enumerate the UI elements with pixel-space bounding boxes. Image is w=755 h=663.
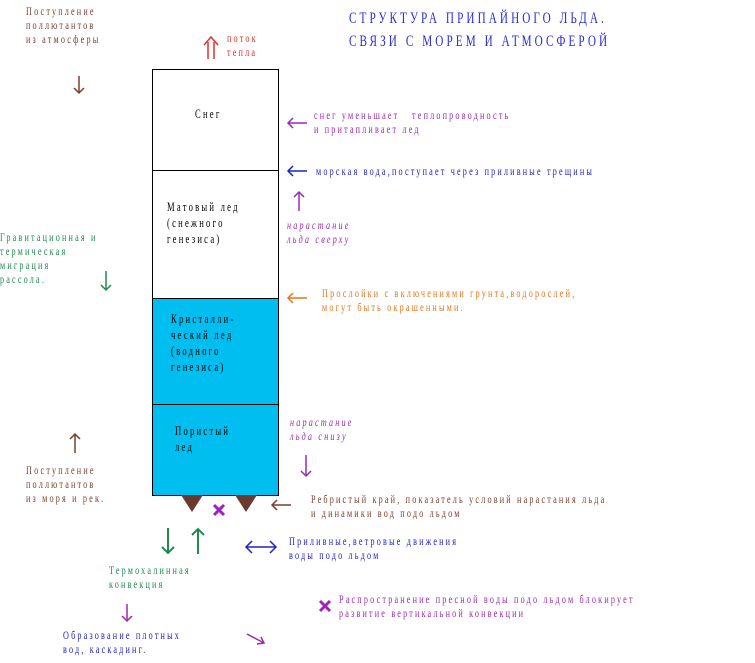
heat-flow-arrow-icon — [203, 35, 219, 59]
layer-matte-ice: Матовый лед (снежного генезиса) — [152, 170, 279, 300]
diagram-title-line1: СТРУКТУРА ПРИПАЙНОГО ЛЬДА. — [349, 10, 607, 27]
label-pollutants-sea: Поступление поллютантов из моря и рек. — [26, 463, 106, 505]
layer-crystalline-ice: Кристалли- ческий лед (водного генезиса) — [152, 298, 279, 406]
up-arrow-icon — [293, 190, 305, 211]
ridge-left-icon — [181, 495, 203, 512]
cross-icon — [212, 503, 226, 517]
label-brine-migration: Гравитационная и термическая миграция ра… — [0, 230, 98, 286]
label-growth-bottom: нарастание льда снизу — [290, 415, 354, 443]
left-arrow-icon — [286, 117, 307, 129]
down-arrow-icon — [161, 528, 175, 555]
label-thermohaline: Термохалинная конвекция — [109, 563, 191, 591]
layer-snow-label: Снег — [195, 106, 222, 121]
label-freshwater-block: Распространение пресной воды подо льдом … — [339, 592, 635, 620]
label-inclusion-layers: Прослойки с включениями грунта,водоросле… — [322, 286, 577, 314]
up-arrow-icon — [69, 432, 81, 453]
label-dense-water: Образование плотных вод, каскадинг. — [63, 628, 182, 656]
label-snow-effect: снег уменьшает теплопроводность и притап… — [314, 108, 511, 136]
left-arrow-icon — [286, 165, 307, 177]
left-arrow-icon — [270, 499, 291, 511]
layer-snow: Снег — [152, 69, 279, 172]
ridge-right-icon — [235, 495, 257, 512]
layer-matte-ice-label: Матовый лед (снежного генезиса) — [167, 199, 240, 246]
diagram-title-line2: СВЯЗИ С МОРЕМ И АТМОСФЕРОЙ — [349, 33, 611, 50]
label-heat-flow: поток тепла — [227, 31, 258, 59]
down-arrow-icon — [121, 604, 133, 623]
layer-crystalline-ice-label: Кристалли- ческий лед (водного генезиса) — [171, 311, 236, 374]
up-arrow-icon — [191, 527, 205, 554]
layer-porous-ice-label: Пористый лед — [175, 423, 231, 454]
label-pollutants-atmosphere: Поступление поллютантов из атмосферы — [26, 4, 101, 46]
label-growth-top: нарастание льда сверху — [287, 218, 351, 246]
label-seawater-cracks: морская вода,поступает через приливные т… — [316, 164, 595, 178]
down-arrow-icon — [73, 76, 85, 95]
down-arrow-icon — [300, 455, 312, 478]
double-arrow-icon — [244, 540, 278, 554]
label-ribbed-edge: Ребристый край, показатель условий нарас… — [311, 492, 607, 520]
left-arrow-icon — [286, 292, 307, 304]
label-tidal-wind: Приливные,ветровые движения воды подо ль… — [289, 534, 459, 562]
down-arrow-icon — [100, 271, 112, 292]
cross-icon — [318, 599, 332, 613]
layer-porous-ice: Пористый лед — [152, 404, 279, 496]
diagonal-arrow-icon — [246, 633, 266, 645]
